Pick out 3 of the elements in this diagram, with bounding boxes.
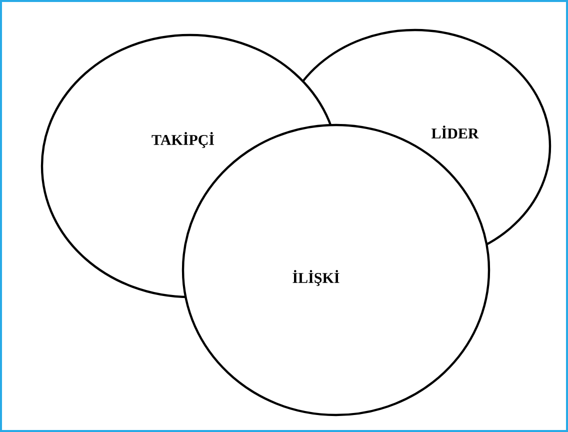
circle-label: İLİŞKİ: [292, 270, 340, 286]
circle-label: LİDER: [432, 126, 479, 138]
circle-label: TAKİPÇİ: [152, 132, 214, 148]
